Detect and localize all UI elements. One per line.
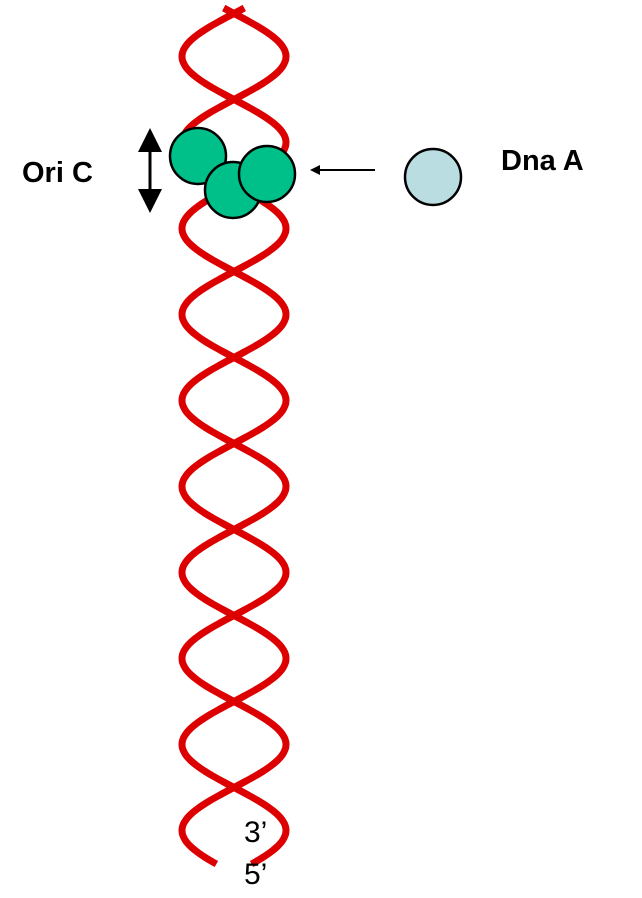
bound-dna-a-protein-3	[237, 144, 297, 204]
ori-c-label: Ori C	[22, 157, 93, 189]
three-prime-label: 3’	[244, 816, 267, 849]
five-prime-label: 5’	[244, 858, 267, 891]
bound-dna-a-cluster	[168, 126, 297, 220]
free-dna-a-protein	[403, 147, 463, 207]
double-headed-vertical-arrow-icon	[138, 128, 162, 213]
dna-a-label: Dna A	[501, 145, 584, 177]
